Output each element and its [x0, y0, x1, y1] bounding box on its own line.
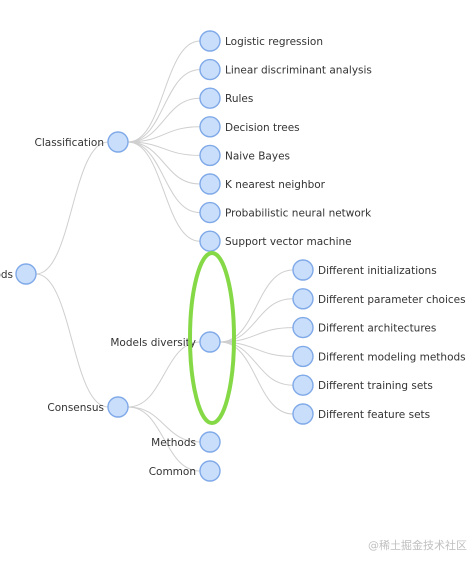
- tree-link: [127, 141, 201, 242]
- k-nearest-neighbor-node[interactable]: [199, 173, 221, 195]
- tree-link: [35, 141, 109, 275]
- decision-trees-node[interactable]: [199, 116, 221, 138]
- tree-link: [127, 69, 201, 143]
- naive-bayes-label: Naive Bayes: [225, 150, 290, 162]
- tree-link: [127, 97, 201, 143]
- logistic-regression-node[interactable]: [199, 30, 221, 52]
- different-initializations-label: Different initializations: [318, 265, 437, 277]
- consensus-label: Consensus: [47, 402, 104, 414]
- probabilistic-neural-network-label: Probabilistic neural network: [225, 208, 372, 220]
- linear-discriminant-analysis-node[interactable]: [199, 58, 221, 81]
- different-feature-sets-label: Different feature sets: [318, 409, 430, 421]
- tree-link: [219, 341, 294, 386]
- common-label: Common: [149, 466, 196, 478]
- different-architectures-label: Different architectures: [318, 323, 436, 335]
- k-nearest-neighbor-label: K nearest neighbor: [225, 179, 326, 191]
- tree-link: [219, 341, 294, 357]
- tree-link: [127, 40, 201, 143]
- root-node[interactable]: [15, 263, 37, 285]
- tree-links: [35, 40, 294, 472]
- tree-link: [127, 141, 201, 156]
- tree-link: [127, 141, 201, 214]
- decision-trees-label: Decision trees: [225, 122, 300, 134]
- logistic-regression-label: Logistic regression: [225, 36, 323, 48]
- different-modeling-methods-node[interactable]: [292, 345, 314, 368]
- tree-link: [127, 406, 201, 443]
- methods-node[interactable]: [199, 431, 221, 453]
- models-diversity-label: Models diversity: [110, 337, 196, 349]
- tree-nodes: [15, 30, 314, 482]
- classification-node[interactable]: [107, 131, 129, 153]
- tree-link: [127, 126, 201, 143]
- models-diversity-node[interactable]: [199, 331, 221, 353]
- tree-link: [219, 327, 294, 343]
- tree-link: [127, 406, 201, 472]
- different-parameter-choices-node[interactable]: [292, 288, 314, 310]
- rules-node[interactable]: [199, 87, 221, 109]
- different-modeling-methods-label: Different modeling methods: [318, 351, 466, 363]
- different-parameter-choices-label: Different parameter choices: [318, 294, 466, 306]
- common-node[interactable]: [199, 460, 221, 482]
- tree-link: [127, 141, 201, 185]
- highlight-ellipse: [188, 251, 236, 425]
- methods-label: Methods: [151, 437, 196, 449]
- linear-discriminant-analysis-label: Linear discriminant analysis: [225, 65, 372, 77]
- consensus-node[interactable]: [107, 396, 129, 418]
- support-vector-machine-node[interactable]: [199, 230, 221, 252]
- tree-link: [35, 273, 109, 408]
- root-label: ods: [0, 269, 13, 281]
- different-training-sets-label: Different training sets: [318, 380, 433, 392]
- different-feature-sets-node[interactable]: [292, 403, 314, 425]
- tree-link: [219, 341, 294, 415]
- tree-link: [219, 298, 294, 343]
- tree-link: [219, 269, 294, 343]
- tree-labels: ods Classification Logistic regressionLine…: [0, 36, 466, 478]
- different-training-sets-node[interactable]: [292, 374, 314, 396]
- watermark-text: @稀土掘金技术社区: [368, 538, 467, 552]
- different-initializations-node[interactable]: [292, 259, 314, 281]
- support-vector-machine-label: Support vector machine: [225, 236, 352, 248]
- naive-bayes-node[interactable]: [199, 144, 221, 167]
- rules-label: Rules: [225, 93, 253, 105]
- different-architectures-node[interactable]: [292, 316, 314, 339]
- probabilistic-neural-network-node[interactable]: [199, 201, 221, 224]
- classification-label: Classification: [35, 137, 104, 149]
